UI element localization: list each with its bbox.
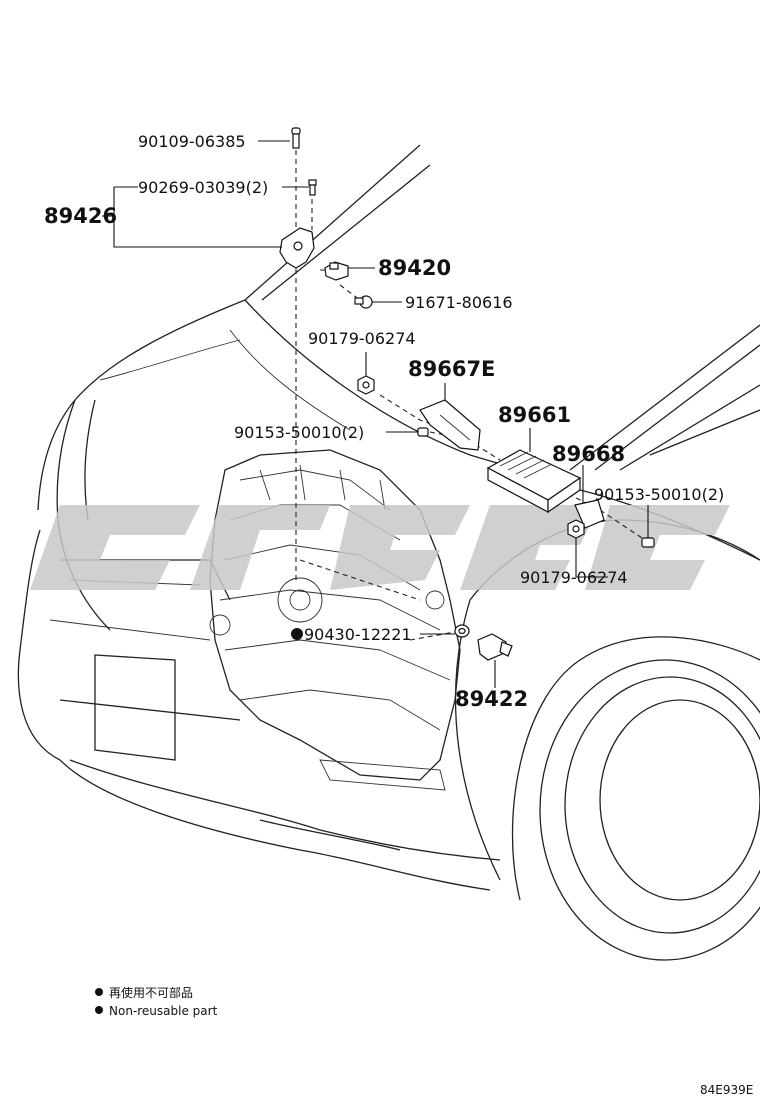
label-90269[interactable]: 90269-03039(2) bbox=[138, 178, 268, 197]
label-89661[interactable]: 89661 bbox=[498, 403, 571, 427]
hood-crease bbox=[229, 329, 351, 431]
wheel-outer bbox=[539, 659, 760, 961]
engine-pulley-hub bbox=[289, 589, 311, 611]
label-89422[interactable]: 89422 bbox=[455, 687, 528, 711]
bolt-90153-a-icon[interactable] bbox=[417, 427, 429, 437]
bumper-lower bbox=[69, 759, 501, 861]
leader-90179b bbox=[575, 538, 608, 578]
legend-japanese: 再使用不可部品 bbox=[109, 985, 193, 1000]
a-pillar-line bbox=[244, 144, 421, 301]
nut-90179-b-icon[interactable] bbox=[567, 519, 585, 539]
label-89668[interactable]: 89668 bbox=[552, 442, 625, 466]
dashed-line bbox=[409, 631, 456, 641]
windshield-edge bbox=[569, 324, 760, 471]
wheel-arch bbox=[511, 636, 760, 901]
windshield-edge-inner bbox=[594, 344, 760, 471]
engine-pulley bbox=[277, 577, 323, 623]
label-91671[interactable]: 91671-80616 bbox=[405, 293, 513, 312]
sensor-89420-icon[interactable] bbox=[324, 261, 349, 281]
label-90153a[interactable]: 90153-50010(2) bbox=[234, 423, 364, 442]
label-90430[interactable]: 90430-12221 bbox=[304, 625, 412, 644]
hood-left-edge bbox=[37, 299, 246, 511]
a-pillar-line-inner bbox=[261, 164, 431, 301]
watermark-glyph bbox=[330, 505, 470, 590]
wheel-rim bbox=[599, 699, 760, 901]
label-90179b[interactable]: 90179-06274 bbox=[520, 568, 628, 587]
oil-pan bbox=[319, 759, 446, 791]
engine-boss bbox=[425, 590, 445, 610]
license-plate-area bbox=[94, 654, 176, 761]
leader-lines bbox=[102, 140, 649, 688]
legend-english: Non-reusable part bbox=[109, 1004, 218, 1018]
intake-runners bbox=[259, 464, 386, 511]
bracket-89667e-icon[interactable] bbox=[419, 399, 481, 451]
sensor-89422-icon[interactable] bbox=[477, 633, 513, 661]
dashed-line bbox=[299, 559, 421, 601]
engine-assembly bbox=[209, 449, 461, 791]
hood-crease-2 bbox=[99, 339, 241, 381]
label-90109[interactable]: 90109-06385 bbox=[138, 132, 246, 151]
watermark bbox=[30, 505, 730, 590]
screw-90269-icon[interactable] bbox=[308, 179, 317, 196]
wiper-line bbox=[619, 384, 760, 471]
nut-90179-a-icon[interactable] bbox=[357, 375, 375, 395]
parts bbox=[279, 127, 655, 661]
watermark-glyph bbox=[190, 505, 330, 590]
watermark-glyph bbox=[460, 505, 600, 590]
wheel-inner bbox=[564, 676, 760, 934]
legend-dot-jp bbox=[95, 988, 103, 996]
bumper-bottom bbox=[59, 759, 491, 891]
watermark-glyph bbox=[30, 505, 200, 590]
engine-detail bbox=[239, 469, 391, 511]
watermark-glyph bbox=[585, 505, 730, 590]
leader-89426 bbox=[113, 186, 282, 248]
wiper-line-2 bbox=[649, 409, 760, 456]
bolt-90153-b-icon[interactable] bbox=[641, 537, 655, 548]
bumper-line bbox=[59, 699, 241, 721]
engine-pulley-small bbox=[209, 614, 231, 636]
label-89426[interactable]: 89426 bbox=[44, 204, 117, 228]
bolt-90109-icon[interactable] bbox=[291, 127, 301, 149]
label-90179a[interactable]: 90179-06274 bbox=[308, 329, 416, 348]
part-labels: 90109-06385 90269-03039(2) 89426 89420 9… bbox=[44, 132, 724, 711]
diagram-code: 84E939E bbox=[700, 1083, 753, 1097]
left-headlight-upper bbox=[84, 399, 96, 521]
engine-detail bbox=[219, 589, 441, 631]
fog-light-line bbox=[259, 819, 401, 851]
engine-detail bbox=[239, 689, 441, 731]
bracket-89426-icon[interactable] bbox=[279, 227, 315, 269]
bracket-89668-icon[interactable] bbox=[574, 499, 605, 529]
gasket-90430-icon[interactable] bbox=[454, 624, 470, 638]
label-89420[interactable]: 89420 bbox=[378, 256, 451, 280]
non-reusable-dot bbox=[291, 628, 303, 640]
grille-line-2 bbox=[49, 619, 211, 641]
label-89667e[interactable]: 89667E bbox=[408, 357, 495, 381]
engine-block bbox=[209, 449, 461, 781]
legend: 再使用不可部品 Non-reusable part bbox=[95, 985, 218, 1018]
bumper-left bbox=[17, 529, 61, 761]
engine-detail bbox=[224, 639, 451, 681]
legend-dot-en bbox=[95, 1006, 103, 1014]
label-90153b[interactable]: 90153-50010(2) bbox=[594, 485, 724, 504]
ecu-89661-icon[interactable] bbox=[486, 449, 582, 514]
right-fender-front bbox=[454, 599, 501, 881]
bolt-91671-icon[interactable] bbox=[354, 295, 373, 309]
